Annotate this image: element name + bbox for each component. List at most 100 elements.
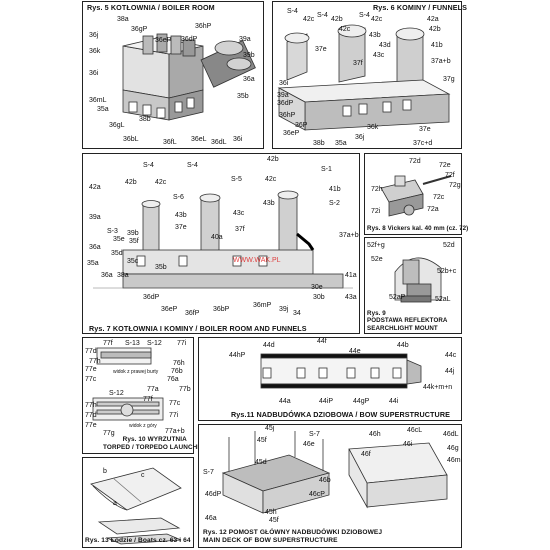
callout-label: 44f [317, 338, 327, 345]
callout-label: 43b [369, 32, 381, 39]
callout-label: 39a [277, 92, 289, 99]
callout-label: 46g [447, 445, 459, 452]
callout-label: 46e [303, 441, 315, 448]
callout-label: 38a [117, 16, 129, 23]
main-deck-drawing [221, 431, 448, 514]
callout-label: 44k+m+n [423, 384, 453, 391]
callout-label: 42c [265, 176, 277, 183]
panel-caption: Rys. 5 KOTŁOWNIA / BOILER ROOM [87, 3, 215, 12]
callout-label: 52aL [435, 296, 451, 303]
callout-label: 44e [349, 348, 361, 355]
panel-caption: Rys. 12 POMOST GŁÓWNY NADBUDÓWKI DZIOBOW… [203, 529, 383, 544]
callout-label: S-5 [231, 176, 242, 183]
callout-label: 36mL [89, 97, 107, 104]
callout-label: 43b [263, 200, 275, 207]
callout-label: 44hP [229, 352, 246, 359]
callout-label: 39b [243, 52, 255, 59]
callout-label: 44i [389, 398, 399, 405]
callout-label: 35a [335, 140, 347, 147]
callout-label: 72g [449, 182, 461, 189]
panel-caption: Rys. 7 KOTŁOWNIA I KOMINY / BOILER ROOM … [89, 324, 307, 333]
torpedo-drawing [92, 347, 164, 421]
callout-label: 41b [431, 42, 443, 49]
callout-label: S-4 [287, 8, 298, 15]
callout-label: 35a [97, 106, 109, 113]
callout-label: S-7 [203, 469, 214, 476]
callout-label: 36bP [213, 306, 230, 313]
callout-label: 36dP [277, 100, 294, 107]
callout-label: 77b [179, 386, 191, 393]
callout-label: 42a [427, 16, 439, 23]
boats-drawing [90, 467, 182, 545]
callout-label: 46m [447, 457, 461, 464]
callout-label: 36i [279, 80, 289, 87]
callout-label: 77e [85, 422, 97, 429]
callout-label: b [103, 468, 107, 475]
callout-label: 39a [239, 36, 251, 43]
callout-label: 77c [169, 400, 181, 407]
callout-label: 36k [89, 48, 101, 55]
callout-label: 72e [439, 162, 451, 169]
callout-label: 42c [371, 16, 383, 23]
callout-label: 42b [267, 156, 279, 163]
panel-funnels: Rys. 6 KOMINY / FUNNELS S-4 S-4 42c 42b … [272, 1, 467, 149]
callout-label: 42c [339, 26, 351, 33]
callout-label: 36j [355, 134, 365, 141]
callout-label: 46cP [309, 491, 325, 498]
panel-main-deck: 45j 45f S-7 46e 46h 46cL 46dL 46i 46f 46… [198, 424, 462, 548]
callout-label: 35e [113, 236, 125, 243]
callout-label: 44d [263, 342, 275, 349]
callout-label: 37e [315, 46, 327, 53]
callout-label: 41b [329, 186, 341, 193]
callout-label: S-4 [317, 12, 328, 19]
vickers-drawing [380, 175, 452, 217]
callout-label: 72h [371, 186, 383, 193]
callout-label: 44a [279, 398, 291, 405]
callout-label: 77d [85, 348, 97, 355]
callout-label: 76a [167, 376, 179, 383]
callout-label: 72a [427, 206, 439, 213]
panel-caption: Rys. 6 KOMINY / FUNNELS [373, 3, 468, 12]
panel-caption: Rys.11 NADBUDÓWKA DZIOBOWA / BOW SUPERST… [231, 410, 451, 419]
callout-label: 37f [235, 226, 245, 233]
callout-label: 72c [433, 194, 445, 201]
boiler-room-drawing [122, 33, 256, 121]
callout-label: S-12 [109, 390, 124, 397]
callout-label: 39j [279, 306, 289, 313]
callout-label: 52f+g [367, 242, 385, 249]
callout-label: 36eP [155, 37, 172, 44]
callout-label: 35d [111, 250, 123, 257]
callout-label: 34 [293, 310, 301, 317]
callout-label: 37c+d [413, 140, 433, 147]
callout-label: a [113, 500, 117, 507]
callout-label: 36fP [185, 310, 200, 317]
callout-label: 77i [177, 340, 187, 347]
callout-label: 77d [85, 412, 97, 419]
callout-label: 39b [127, 230, 139, 237]
callout-label: 45h [265, 509, 277, 516]
callout-label: 45f [269, 517, 279, 524]
callout-label: S-4 [143, 162, 154, 169]
callout-label: 77a [147, 386, 159, 393]
callout-label: 42c [155, 179, 167, 186]
callout-label: 44b [397, 342, 409, 349]
callout-label: 36i [89, 70, 99, 77]
callout-label: 36eP [161, 306, 178, 313]
callout-label: 36eL [191, 136, 207, 143]
callout-label: 36dP [181, 36, 198, 43]
callout-label: 77g [103, 430, 115, 437]
callout-label: 52aP [389, 294, 406, 301]
callout-label: S-7 [309, 431, 320, 438]
callout-label: S-1 [321, 166, 332, 173]
callout-label: 77h [85, 402, 97, 409]
funnels-drawing [277, 24, 451, 131]
callout-label: 46b [319, 477, 331, 484]
watermark: WWW.WAK.PL [233, 257, 281, 264]
callout-label: 42b [429, 26, 441, 33]
callout-label: 36a [89, 244, 101, 251]
callout-label: 42c [303, 16, 315, 23]
callout-label: 36hP [195, 23, 212, 30]
callout-label: 45f [257, 437, 267, 444]
callout-label: 38b [313, 140, 325, 147]
callout-label: 77c [85, 376, 97, 383]
